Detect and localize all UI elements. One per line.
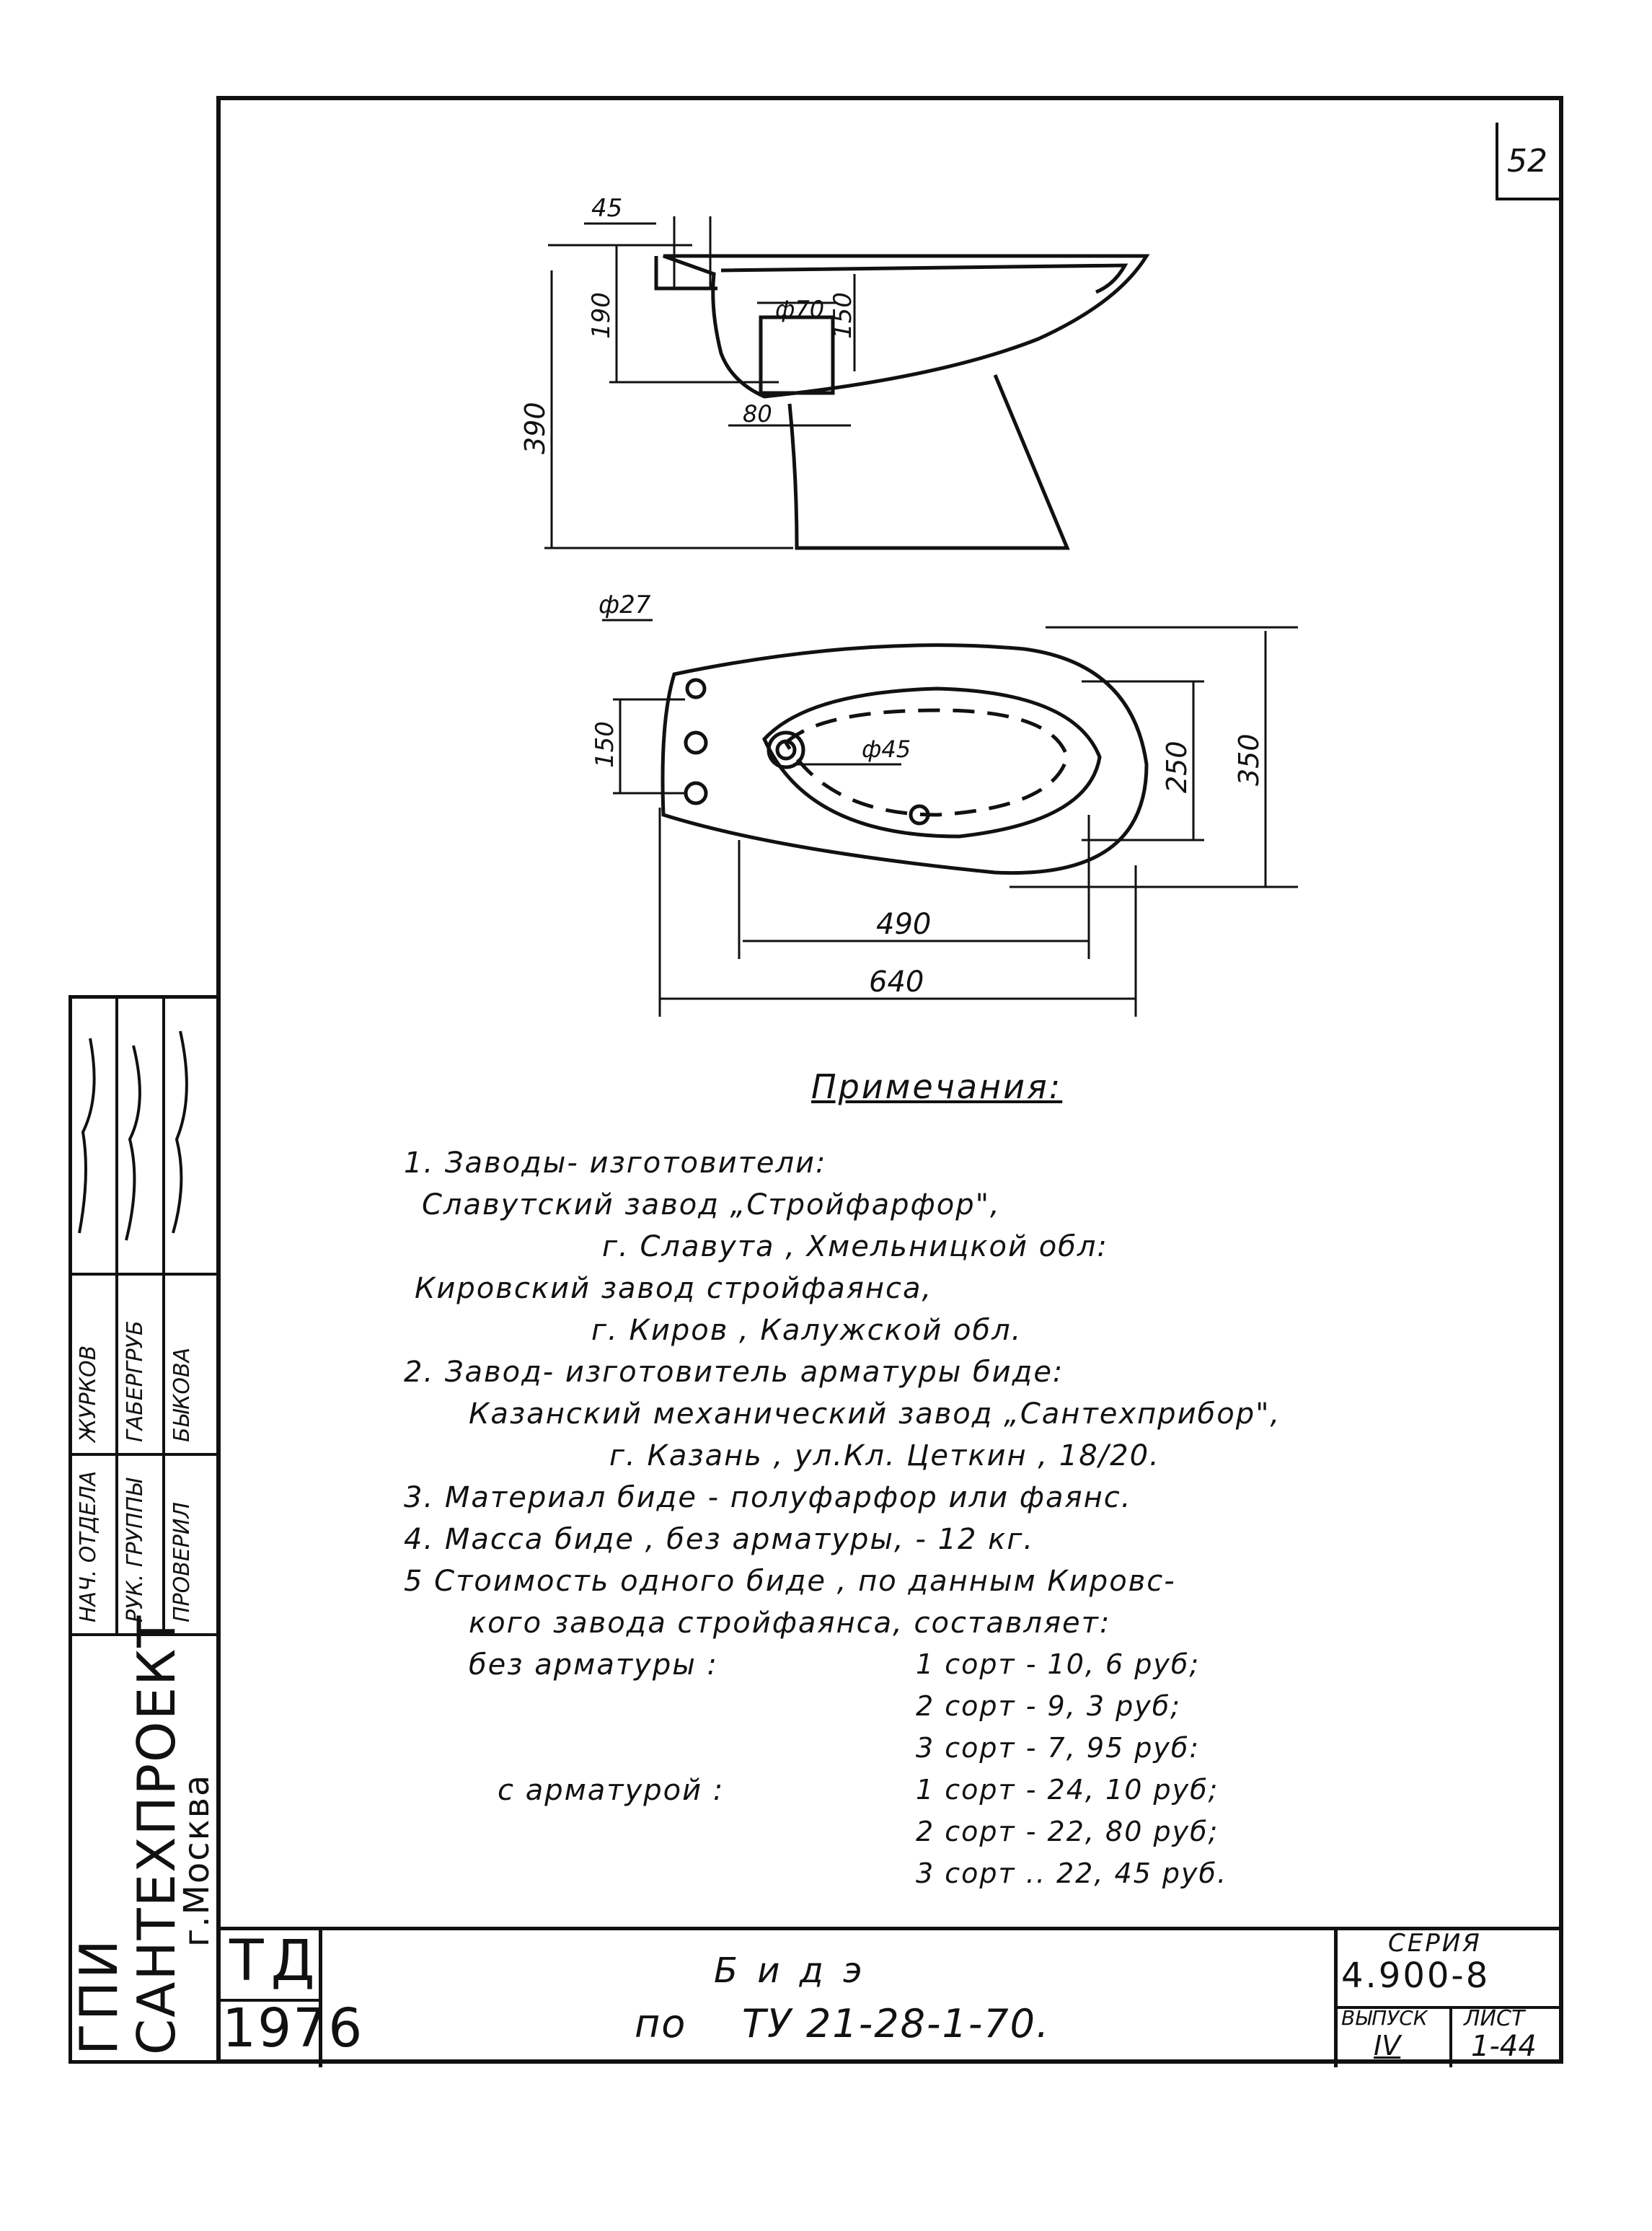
note-line-5: г. Киров , Калужской обл. xyxy=(591,1314,1022,1347)
plan-view-inner xyxy=(762,686,1102,839)
title-block xyxy=(216,1927,1563,2067)
dim-490: 490 xyxy=(876,908,931,941)
sheet-label: ЛИСТ xyxy=(1464,2006,1525,2031)
price-with-3: 3 сорт .. 22, 45 руб. xyxy=(916,1857,1228,1889)
price-without-1: 1 сорт - 10, 6 руб; xyxy=(916,1648,1201,1680)
role-head-of-dept: НАЧ. ОТДЕЛА xyxy=(76,1470,101,1622)
dim-150-plan: 150 xyxy=(591,721,619,768)
note-line-12: кого завода стройфаянса, составляет: xyxy=(469,1607,1111,1640)
name-zhurkov: ЖУРКОВ xyxy=(76,1345,101,1442)
dim-190: 190 xyxy=(587,292,616,339)
role-checked: ПРОВЕРИЛ xyxy=(169,1502,195,1622)
series-label: СЕРИЯ xyxy=(1388,1929,1482,1958)
dim-80: 80 xyxy=(743,400,772,428)
bidet-drawings: 45 190 150 ф70 390 80 ф27 150 ф45 250 35… xyxy=(519,194,1298,1017)
name-gabergrub: ГАБЕРГРУБ xyxy=(123,1320,148,1442)
note-line-1: 1. Заводы- изготовители: xyxy=(404,1147,827,1180)
sheet-value: 1-44 xyxy=(1471,2030,1537,2063)
dim-f45: ф45 xyxy=(862,735,911,763)
drawing-title-line2: по ТУ 21-28-1-70. xyxy=(635,2001,1051,2046)
price-without-2: 2 сорт - 9, 3 руб; xyxy=(916,1690,1181,1722)
notes-title: Примечания: xyxy=(811,1067,1063,1106)
dim-150-side: 150 xyxy=(829,292,857,339)
page-number: 52 xyxy=(1507,143,1547,180)
signatures xyxy=(78,1030,188,1241)
page-number-box: 52 xyxy=(1496,123,1562,200)
note-line-4: Кировский завод стройфаянса, xyxy=(415,1272,933,1305)
year: 1976 xyxy=(222,1997,364,2059)
side-view-bowl xyxy=(663,254,1150,399)
side-view-pedestal xyxy=(787,374,1070,550)
price-with-1: 1 сорт - 24, 10 руб; xyxy=(916,1774,1219,1806)
name-bykova: БЫКОВА xyxy=(169,1347,195,1442)
dim-640: 640 xyxy=(869,966,924,999)
note-line-9: 3. Материал биде - полуфарфор или фаянс. xyxy=(404,1481,1132,1514)
note-line-8: г. Казань , ул.Кл. Цеткин , 18/20. xyxy=(609,1439,1160,1472)
price-without-3: 3 сорт - 7, 95 руб: xyxy=(916,1732,1201,1764)
note-line-14: с арматурой : xyxy=(498,1774,725,1807)
dim-45: 45 xyxy=(591,194,622,223)
dim-250: 250 xyxy=(1161,741,1193,793)
note-line-6: 2. Завод- изготовитель арматуры биде: xyxy=(404,1356,1064,1389)
dim-f70: ф70 xyxy=(775,296,824,323)
dim-390: 390 xyxy=(519,402,551,454)
note-line-7: Казанский механический завод „Сантехприб… xyxy=(469,1397,1281,1431)
note-line-11: 5 Стоимость одного биде , по данным Киро… xyxy=(404,1565,1176,1598)
role-group-lead: РУК. ГРУППЫ xyxy=(123,1478,148,1623)
org-city: г.Москва xyxy=(177,1773,217,1947)
td-mark: ТД xyxy=(229,1929,322,1994)
note-line-10: 4. Масса биде , без арматуры, - 12 кг. xyxy=(404,1523,1035,1556)
org-gpi: ГПИ xyxy=(69,1937,129,2055)
series-value: 4.900-8 xyxy=(1341,1956,1490,1996)
side-stamp xyxy=(69,995,220,2064)
price-with-2: 2 сорт - 22, 80 руб; xyxy=(916,1816,1219,1847)
side-view-rim xyxy=(720,263,1128,294)
issue-label: ВЫПУСК xyxy=(1341,2006,1428,2030)
dim-350: 350 xyxy=(1233,733,1265,786)
drawing-frame xyxy=(216,96,1563,2064)
issue-value: IV xyxy=(1374,2030,1401,2062)
note-line-13: без арматуры : xyxy=(469,1648,718,1682)
note-line-2: Славутский завод „Стройфарфор", xyxy=(422,1188,1001,1221)
note-line-3: г. Славута , Хмельницкой обл: xyxy=(602,1230,1108,1263)
dim-f27: ф27 xyxy=(598,591,651,619)
drawing-title-line1: Б и д э xyxy=(714,1951,867,1991)
